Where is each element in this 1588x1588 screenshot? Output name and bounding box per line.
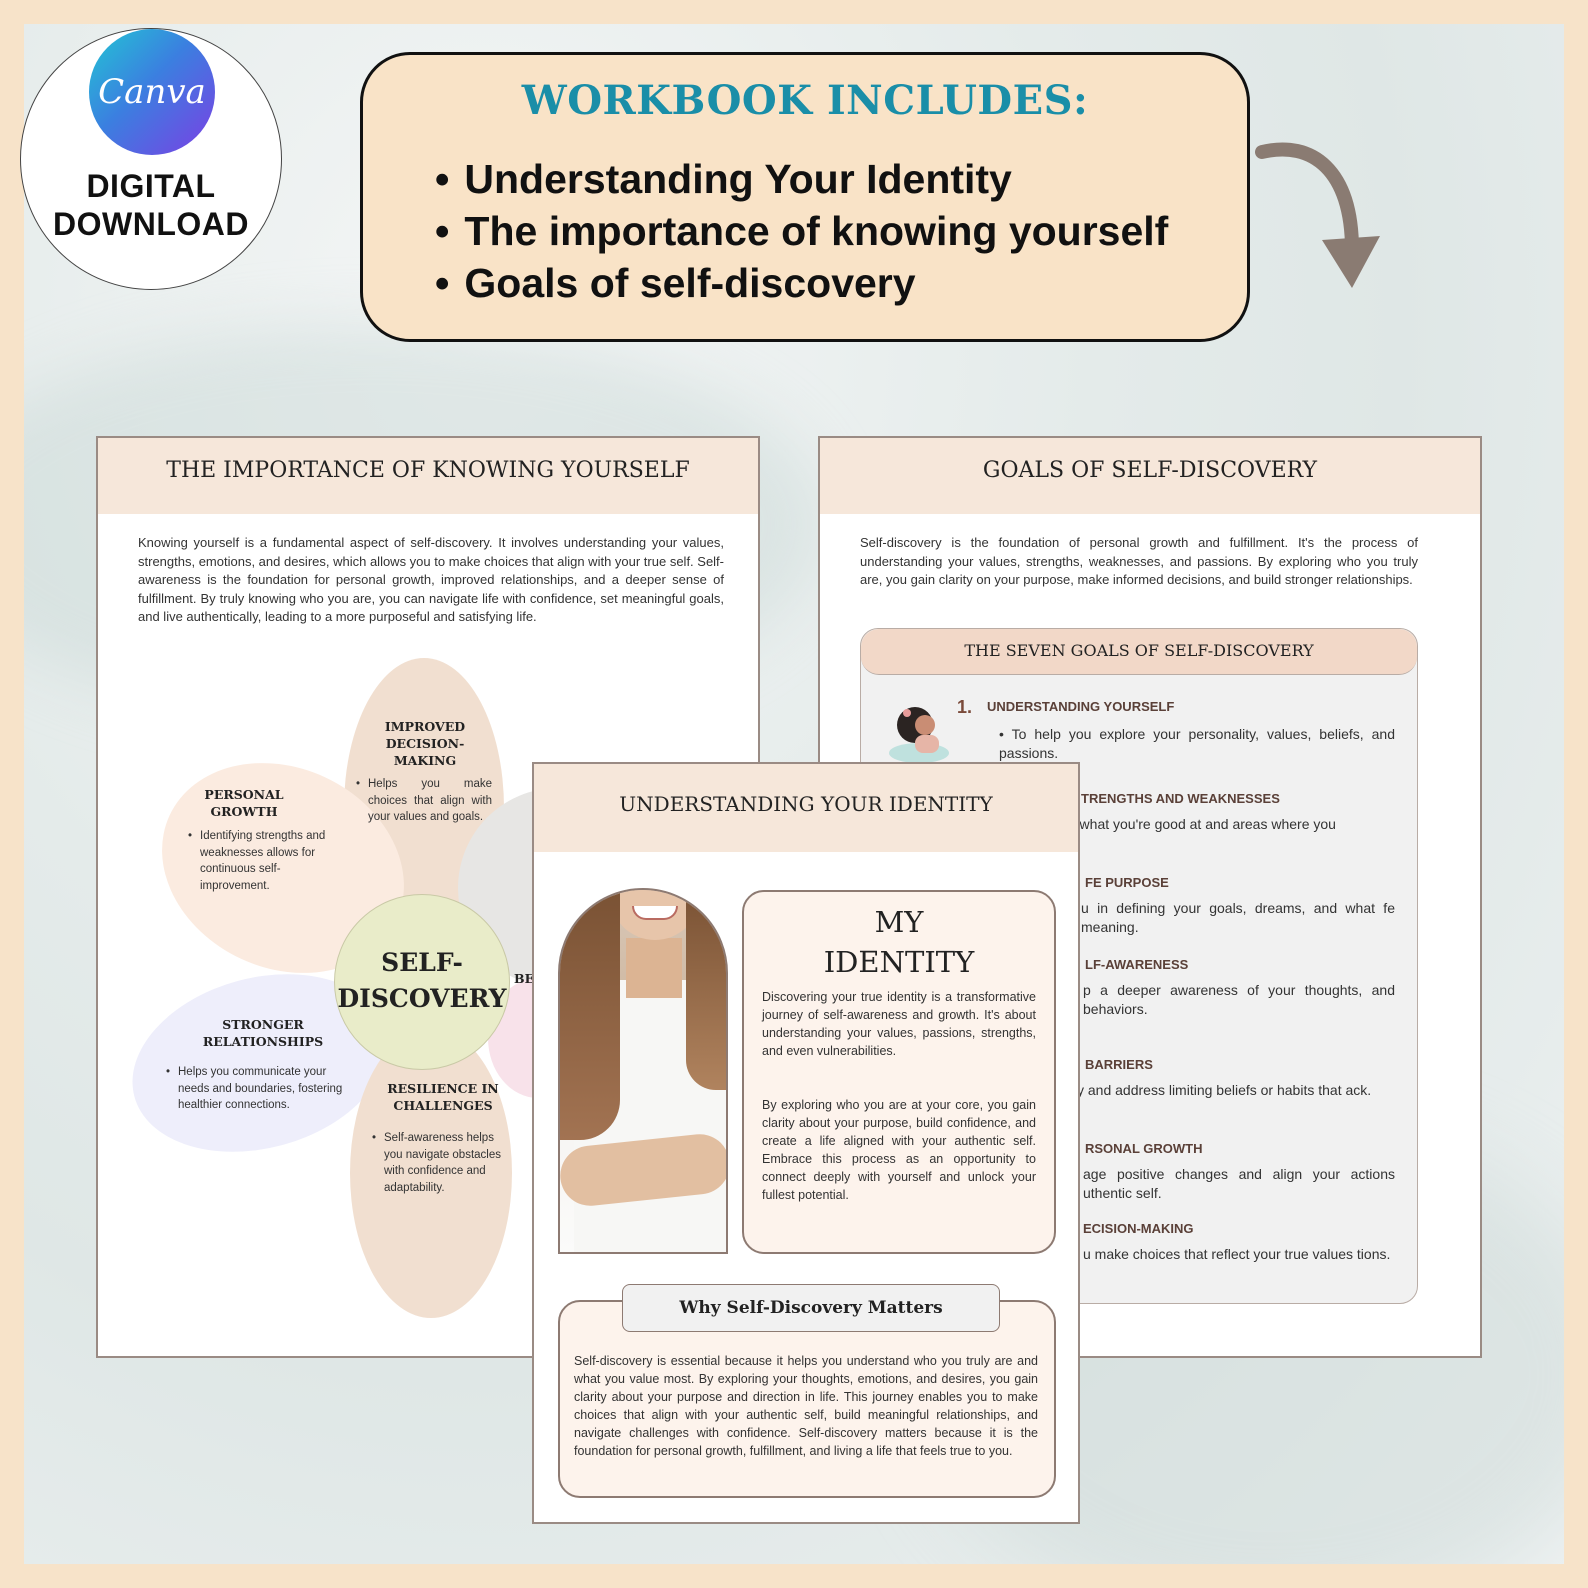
includes-item: • Goals of self-discovery xyxy=(435,260,916,306)
page-title: GOALS OF SELF-DISCOVERY xyxy=(820,438,1480,514)
neck-shape xyxy=(626,938,682,998)
identity-page: UNDERSTANDING YOUR IDENTITY MY IDENTITY … xyxy=(532,762,1080,1524)
smile-shape xyxy=(632,906,678,920)
badge-text: DIGITAL DOWNLOAD xyxy=(21,167,281,243)
badge-line-1: DIGITAL xyxy=(86,168,216,204)
goals-box-title: THE SEVEN GOALS OF SELF-DISCOVERY xyxy=(861,629,1417,675)
goal-heading: RSONAL GROWTH xyxy=(1085,1141,1203,1156)
includes-item: • Understanding Your Identity xyxy=(435,156,1012,202)
goal-heading: LF-AWARENESS xyxy=(1085,957,1189,972)
petal-title: IMPROVED DECISION-MAKING xyxy=(384,719,466,768)
page-paragraph: Knowing yourself is a fundamental aspect… xyxy=(138,535,725,624)
workbook-includes-box: WORKBOOK INCLUDES: • Understanding Your … xyxy=(360,52,1250,342)
petal-text: Helps you communicate your needs and bou… xyxy=(166,1064,348,1114)
my-identity-card: MY IDENTITY Discovering your true identi… xyxy=(742,890,1056,1254)
woman-photo xyxy=(558,888,728,1254)
petal-text: Helps you make choices that align with y… xyxy=(356,776,492,826)
goal-text: r what you're good at and areas where yo… xyxy=(1071,816,1336,832)
why-title: Why Self-Discovery Matters xyxy=(622,1284,1000,1332)
goal-text: y and address limiting beliefs or habits… xyxy=(1077,1082,1372,1098)
identity-card-title: MY IDENTITY xyxy=(823,905,975,979)
why-card: Self-discovery is essential because it h… xyxy=(558,1300,1056,1498)
curved-arrow-icon xyxy=(1255,142,1380,288)
hair-shape xyxy=(560,890,620,1140)
includes-item: • The importance of knowing yourself xyxy=(435,208,1169,254)
petal-title: STRONGER RELATIONSHIPS xyxy=(202,1017,324,1049)
hair-shape xyxy=(686,890,726,1090)
goal-heading: TRENGTHS AND WEAKNESSES xyxy=(1081,791,1280,806)
petal-title: PERSONAL GROWTH xyxy=(204,787,284,819)
petal-title: RESILIENCE IN CHALLENGES xyxy=(387,1081,499,1113)
center-circle: SELF-DISCOVERY xyxy=(334,894,510,1070)
why-paragraph: Self-discovery is essential because it h… xyxy=(574,1354,1038,1458)
goal-heading: BARRIERS xyxy=(1085,1057,1153,1072)
petal-text: Self-awareness helps you navigate obstac… xyxy=(372,1130,504,1196)
includes-title: WORKBOOK INCLUDES: xyxy=(521,77,1089,124)
page-title: THE IMPORTANCE OF KNOWING YOURSELF xyxy=(98,438,758,514)
petal-title-fragment: BE xyxy=(514,971,535,986)
includes-list: • Understanding Your Identity • The impo… xyxy=(435,153,1168,309)
badge-line-2: DOWNLOAD xyxy=(53,206,249,242)
canva-logo-icon: Canva xyxy=(89,29,215,155)
identity-paragraph: By exploring who you are at your core, y… xyxy=(762,1098,1036,1202)
petal-text: Identifying strengths and weaknesses all… xyxy=(188,828,342,894)
page-title: UNDERSTANDING YOUR IDENTITY xyxy=(534,764,1078,852)
identity-paragraph: Discovering your true identity is a tran… xyxy=(762,990,1036,1058)
goal-heading: UNDERSTANDING YOURSELF xyxy=(987,699,1175,714)
woman-illustration-icon xyxy=(889,707,949,763)
goal-text: age positive changes and align your acti… xyxy=(1083,1166,1395,1201)
goal-number: 1. xyxy=(957,697,973,717)
digital-download-badge: Canva DIGITAL DOWNLOAD xyxy=(20,28,282,290)
page-paragraph: Self-discovery is the foundation of pers… xyxy=(860,535,1418,587)
goal-text: u make choices that reflect your true va… xyxy=(1083,1246,1391,1262)
goal-heading: FE PURPOSE xyxy=(1085,875,1169,890)
goal-heading: ECISION-MAKING xyxy=(1083,1221,1194,1236)
goal-text: • To help you explore your personality, … xyxy=(999,726,1395,761)
goal-text: p a deeper awareness of your thoughts, a… xyxy=(1083,982,1395,1017)
goal-text: u in defining your goals, dreams, and wh… xyxy=(1081,900,1395,935)
